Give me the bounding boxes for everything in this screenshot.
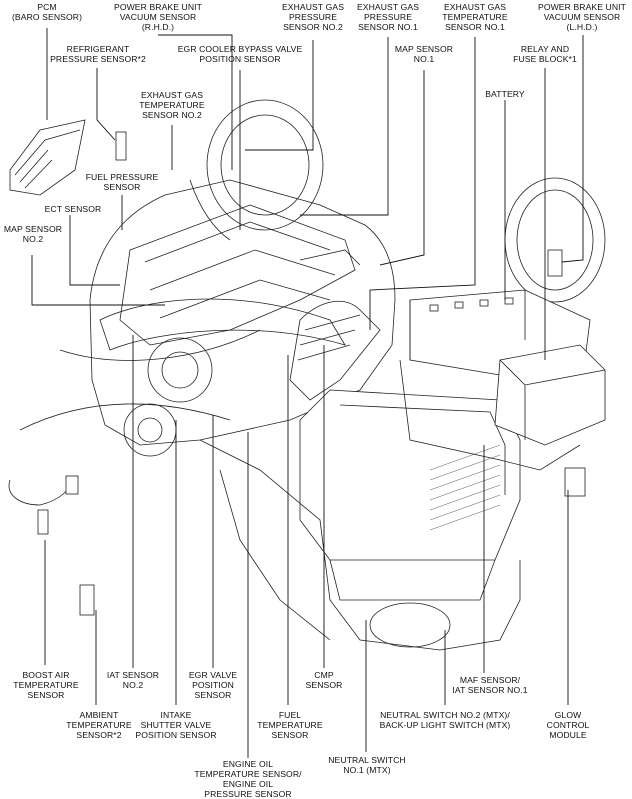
label-iat-sensor-2: IAT SENSOR NO.2	[106, 670, 160, 690]
label-egr-valve-position-sensor: EGR VALVE POSITION SENSOR	[188, 670, 238, 700]
label-neutral-switch-1: NEUTRAL SWITCH NO.1 (MTX)	[328, 755, 406, 775]
label-engine-oil-sensors: ENGINE OIL TEMPERATURE SENSOR/ ENGINE OI…	[194, 759, 302, 799]
label-relay-fuse-block: RELAY AND FUSE BLOCK*1	[513, 44, 577, 64]
label-boost-air-temperature-sensor: BOOST AIR TEMPERATURE SENSOR	[13, 670, 79, 700]
label-neutral-switch-2: NEUTRAL SWITCH NO.2 (MTX)/ BACK-UP LIGHT…	[379, 710, 511, 730]
label-power-brake-unit-rhd: POWER BRAKE UNIT VACUUM SENSOR (R.H.D.)	[113, 2, 203, 32]
label-exhaust-gas-temperature-sensor-1: EXHAUST GAS TEMPERATURE SENSOR NO.1	[442, 2, 508, 32]
label-battery: BATTERY	[485, 89, 525, 99]
label-map-sensor-1: MAP SENSOR NO.1	[394, 44, 454, 64]
label-power-brake-unit-lhd: POWER BRAKE UNIT VACUUM SENSOR (L.H.D.)	[537, 2, 627, 32]
leader-lines	[31, 28, 584, 758]
label-intake-shutter-valve-sensor: INTAKE SHUTTER VALVE POSITION SENSOR	[135, 710, 217, 740]
label-maf-iat-sensor-1: MAF SENSOR/ IAT SENSOR NO.1	[452, 675, 528, 695]
label-cmp-sensor: CMP SENSOR	[305, 670, 343, 690]
label-refrigerant-pressure-sensor: REFRIGERANT PRESSURE SENSOR*2	[50, 44, 146, 64]
label-fuel-pressure-sensor: FUEL PRESSURE SENSOR	[85, 172, 159, 192]
label-glow-control-module: GLOW CONTROL MODULE	[546, 710, 590, 740]
label-ect-sensor: ECT SENSOR	[44, 204, 102, 214]
label-ambient-temperature-sensor: AMBIENT TEMPERATURE SENSOR*2	[66, 710, 132, 740]
label-map-sensor-2: MAP SENSOR NO.2	[3, 224, 63, 244]
label-exhaust-gas-temperature-sensor-2: EXHAUST GAS TEMPERATURE SENSOR NO.2	[139, 90, 205, 120]
label-exhaust-gas-pressure-sensor-1: EXHAUST GAS PRESSURE SENSOR NO.1	[356, 2, 420, 32]
label-fuel-temperature-sensor: FUEL TEMPERATURE SENSOR	[257, 710, 323, 740]
label-egr-cooler-bypass-valve: EGR COOLER BYPASS VALVE POSITION SENSOR	[177, 44, 303, 64]
label-pcm: PCM (BARO SENSOR)	[11, 2, 83, 22]
label-exhaust-gas-pressure-sensor-2: EXHAUST GAS PRESSURE SENSOR NO.2	[281, 2, 345, 32]
